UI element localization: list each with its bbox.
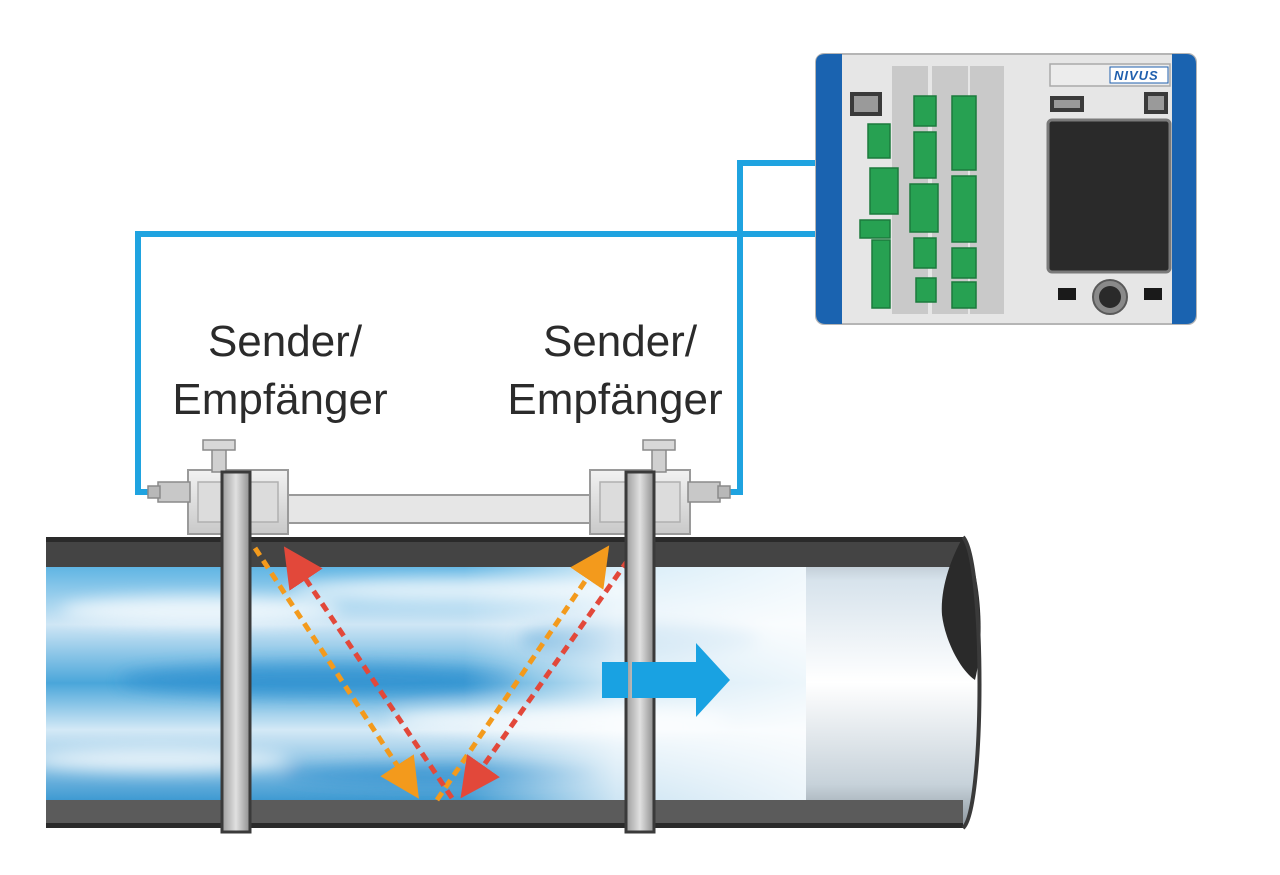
cable-left — [135, 231, 818, 495]
device-key-left — [1058, 288, 1076, 300]
nivus-logo — [1109, 66, 1169, 84]
pipe-opening — [941, 537, 981, 680]
sensor-right — [589, 439, 731, 535]
device-brand: NIVUS — [1114, 68, 1159, 83]
arrow-right-icon — [602, 643, 730, 717]
sensor-right-label-line1: Sender/ — [542, 317, 698, 366]
sensor-rail — [259, 494, 621, 524]
signal-red-down — [460, 558, 631, 799]
device-key-right — [1144, 288, 1162, 300]
signal-orange-down — [252, 546, 419, 799]
signal-paths — [252, 545, 631, 802]
clamp-rings — [220, 470, 656, 834]
clamp-ring-left — [220, 470, 252, 834]
device-screen — [1046, 118, 1172, 274]
sensor-left-label-line2: Empfänger — [172, 375, 388, 424]
sensor-right-label-line2: Empfänger — [507, 375, 723, 424]
clamp-ring-right — [624, 470, 656, 834]
sensor-left — [147, 439, 289, 535]
io-modules — [859, 95, 977, 309]
pipe — [30, 535, 982, 830]
sensor-left-label-line1: Sender/ — [207, 317, 363, 366]
signal-red-up — [283, 546, 455, 800]
transmitter-device: NIVUS — [815, 53, 1197, 325]
